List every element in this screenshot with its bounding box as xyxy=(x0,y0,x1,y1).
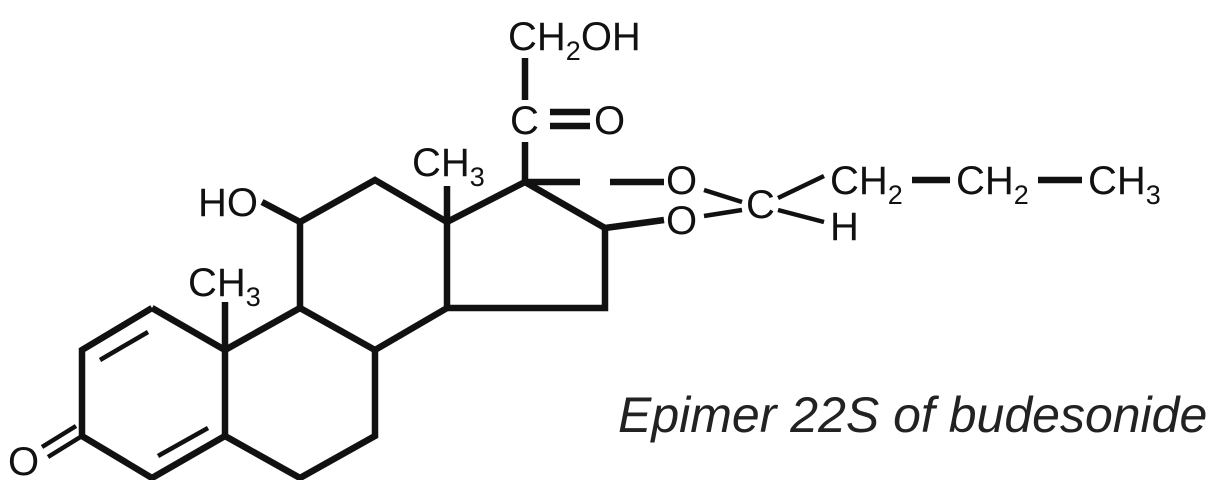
ring-a-double-bond-2 xyxy=(156,426,210,458)
label-c10-methyl: CH3 xyxy=(188,261,261,312)
acetal-h-bond xyxy=(777,207,825,225)
ketone-bond-2 xyxy=(40,424,78,449)
label-ch2oh: CH2OH xyxy=(508,15,641,66)
atom-labels: CH2OH C O CH3 CH3 HO O O O C H CH2 CH2 C… xyxy=(8,15,1161,480)
label-chain-ch2-1: CH2 xyxy=(830,159,903,210)
diagram-caption: Epimer 22S of budesonide xyxy=(618,387,1208,443)
hydroxyl-bond xyxy=(260,199,302,225)
oxygen-acetal-bond-bottom xyxy=(703,207,743,219)
bonds xyxy=(40,58,1082,480)
ring-c-bonds xyxy=(296,176,451,353)
ring-a-bonds xyxy=(78,305,229,480)
acetal-ch2-bond xyxy=(777,173,825,201)
label-acetal-carbon: C xyxy=(746,183,775,227)
ring-d-bonds xyxy=(445,178,609,312)
ring-b-bonds xyxy=(223,304,379,480)
oxygen-acetal-bond-top xyxy=(703,187,743,205)
label-ring-oxygen-top: O xyxy=(666,159,697,203)
label-ketone-oxygen: O xyxy=(8,440,39,480)
label-ring-oxygen-bottom: O xyxy=(666,199,697,243)
ring-a-double-bond-1 xyxy=(98,330,150,362)
label-c13-methyl: CH3 xyxy=(412,141,485,192)
label-chain-ch3: CH3 xyxy=(1088,159,1161,210)
label-hydroxyl: HO xyxy=(198,181,258,225)
label-acetal-hydrogen: H xyxy=(830,205,859,249)
label-carbonyl-c: C xyxy=(510,99,539,143)
c16-oxygen-bond xyxy=(604,216,665,232)
label-chain-ch2-2: CH2 xyxy=(956,159,1029,210)
label-carbonyl-o: O xyxy=(594,99,625,143)
ketone-bond-1 xyxy=(46,434,84,459)
